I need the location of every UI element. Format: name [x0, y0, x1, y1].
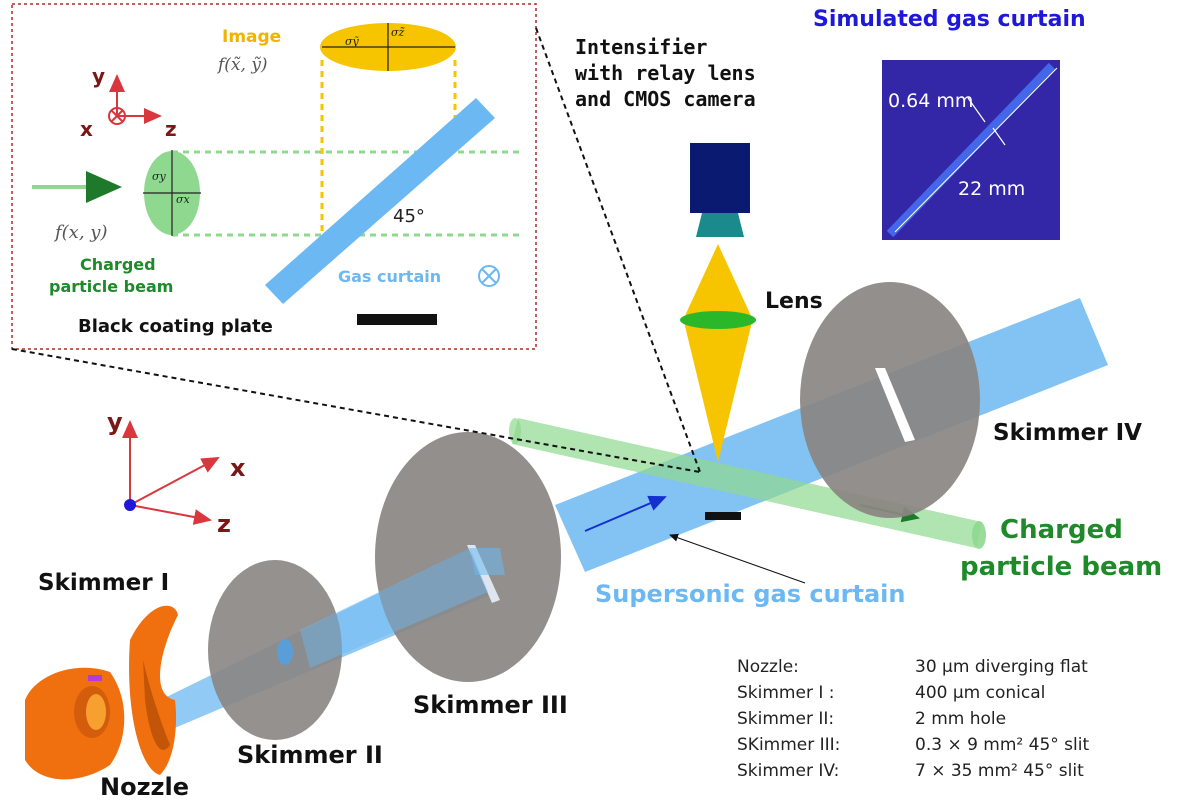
spec-value: 30 μm diverging flat [915, 657, 1088, 677]
inset-image-function: f(x̃, ỹ) [216, 55, 268, 75]
sim-thickness-label: 0.64 mm [888, 90, 973, 112]
specs-table: Nozzle: 30 μm diverging flat Skimmer I :… [737, 657, 1089, 781]
zoom-line-right [535, 27, 701, 473]
lens-label: Lens [765, 289, 823, 314]
main-axes [122, 420, 220, 525]
charged-beam-line1: Charged [1000, 515, 1123, 545]
skimmer-iii-disc [375, 432, 561, 682]
inset-sigma-y-tilde: σỹ [345, 35, 360, 48]
skimmer-i-body [129, 605, 178, 775]
spec-name: Skimmer II: [737, 709, 834, 729]
cmos-camera [690, 143, 750, 213]
inset-into-page-icon [478, 265, 500, 287]
light-cone-lower [684, 322, 752, 462]
supersonic-label: Supersonic gas curtain [595, 580, 905, 608]
spec-value: 7 × 35 mm² 45° slit [915, 761, 1084, 781]
nozzle-body [25, 667, 125, 780]
spec-name: SKimmer III: [737, 735, 840, 755]
skimmer-ii-label: Skimmer II [237, 741, 383, 769]
inset-image-label: Image [222, 27, 281, 47]
main-axis-y: y [107, 408, 123, 436]
spec-value: 400 μm conical [915, 683, 1045, 703]
main-axis-x: x [230, 454, 246, 482]
inset-charged-line2: particle beam [49, 277, 173, 296]
skimmer-i-label: Skimmer I [38, 570, 169, 596]
inset-gas-curtain [265, 98, 495, 304]
sim-length-label: 22 mm [958, 178, 1025, 200]
supersonic-pointer [669, 533, 806, 584]
skimmer-ii-disc [208, 560, 342, 740]
inset-axis-z: z [165, 117, 177, 141]
intensifier-line1: Intensifier [575, 35, 707, 59]
gas-flow-arrow [584, 495, 667, 532]
intensifier-line2: with relay lens [575, 61, 756, 85]
relay-lens [696, 213, 744, 237]
skimmer-iv-label: Skimmer IV [993, 420, 1142, 446]
charged-beam-line2: particle beam [960, 552, 1162, 582]
inset-image-profile [320, 23, 456, 71]
nozzle-label: Nozzle [100, 773, 189, 800]
inset-axis-y: y [92, 64, 105, 88]
inset-black-plate [357, 314, 437, 325]
inset-black-plate-label: Black coating plate [78, 316, 273, 337]
inset-frame [11, 3, 537, 350]
inset-sigma-y: σy [152, 170, 167, 183]
light-cone-upper [684, 244, 752, 318]
inset-input-function: f(x, y) [53, 222, 107, 243]
spec-name: Skimmer I : [737, 683, 834, 703]
inset-gas-curtain-label: Gas curtain [338, 267, 441, 286]
inset-axis-x: x [80, 117, 93, 141]
spec-value: 0.3 × 9 mm² 45° slit [915, 735, 1089, 755]
simulated-title: Simulated gas curtain [813, 7, 1086, 32]
main-black-plate [705, 512, 741, 520]
skimmer-iii-label: Skimmer III [413, 691, 568, 719]
inset-angle: 45° [393, 206, 425, 227]
inset-beam-profile [143, 150, 201, 236]
inset-axes [108, 74, 162, 125]
main-axis-z: z [217, 510, 231, 538]
intensifier-line3: and CMOS camera [575, 87, 756, 111]
spec-name: Skimmer IV: [737, 761, 839, 781]
inset-charged-line1: Charged [80, 255, 156, 274]
skimmer-iv-disc [800, 282, 980, 518]
inset-sigma-x: σx [176, 193, 191, 206]
spec-value: 2 mm hole [915, 709, 1006, 729]
inset-sigma-z-tilde: σz̃ [391, 26, 405, 39]
spec-name: Nozzle: [737, 657, 799, 677]
lens-element [680, 311, 756, 329]
